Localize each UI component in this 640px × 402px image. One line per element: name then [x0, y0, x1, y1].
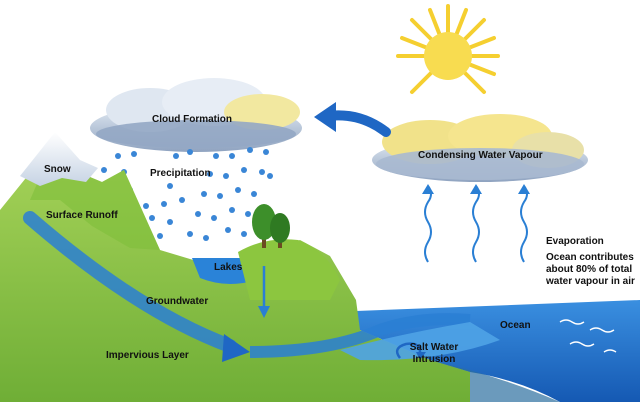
evaporation-arrowhead-3 — [518, 184, 530, 194]
salt-water-intrusion-arrowhead — [416, 352, 426, 360]
label-lakes: Lakes — [214, 262, 243, 273]
deep-groundwater-flow — [249, 313, 471, 358]
label-evaporation-note-line2: about 80% of total — [546, 264, 633, 275]
infiltration-arrowhead — [258, 306, 270, 318]
cloud-movement-arrow — [323, 110, 391, 137]
label-condensing-water-vapour: Condensing Water Vapour — [418, 150, 543, 161]
evaporation-arrowhead-2 — [470, 184, 482, 194]
evaporation-arrows — [424, 185, 528, 263]
sun — [396, 4, 500, 94]
label-salt-water-intrusion-line2: Intrusion — [412, 354, 456, 365]
label-groundwater: Groundwater — [146, 296, 209, 307]
label-evaporation-note-line3: water vapour in air — [546, 276, 635, 287]
label-cloud-formation: Cloud Formation — [152, 114, 232, 125]
snow-cap — [20, 132, 98, 186]
groundwater-flow — [23, 211, 237, 353]
label-salt-water-intrusion: Salt Water Intrusion — [404, 342, 464, 366]
formation-cloud — [90, 78, 302, 152]
label-impervious-layer: Impervious Layer — [106, 350, 189, 361]
salt-water-intrusion-wedge — [340, 322, 500, 361]
sun-disc — [424, 32, 472, 80]
cloud-movement-arrowhead — [314, 102, 336, 132]
label-precipitation: Precipitation — [150, 168, 211, 179]
salt-water-intrusion-arrow — [395, 342, 422, 359]
condensing-cloud — [372, 114, 588, 182]
ocean-waves — [559, 319, 617, 353]
label-salt-water-intrusion-line1: Salt Water — [409, 342, 459, 353]
label-evaporation: Evaporation — [546, 236, 604, 247]
trees — [252, 204, 290, 248]
label-evaporation-note-line1: Ocean contributes — [546, 252, 634, 263]
groundwater-flow-arrowhead — [222, 334, 250, 362]
label-surface-runoff: Surface Runoff — [46, 210, 118, 221]
label-ocean: Ocean — [500, 320, 531, 331]
evaporation-arrowhead-1 — [422, 184, 434, 194]
label-evaporation-note: Ocean contributes about 80% of total wat… — [546, 252, 640, 288]
label-snow: Snow — [44, 164, 71, 175]
tree-hill — [238, 239, 340, 300]
